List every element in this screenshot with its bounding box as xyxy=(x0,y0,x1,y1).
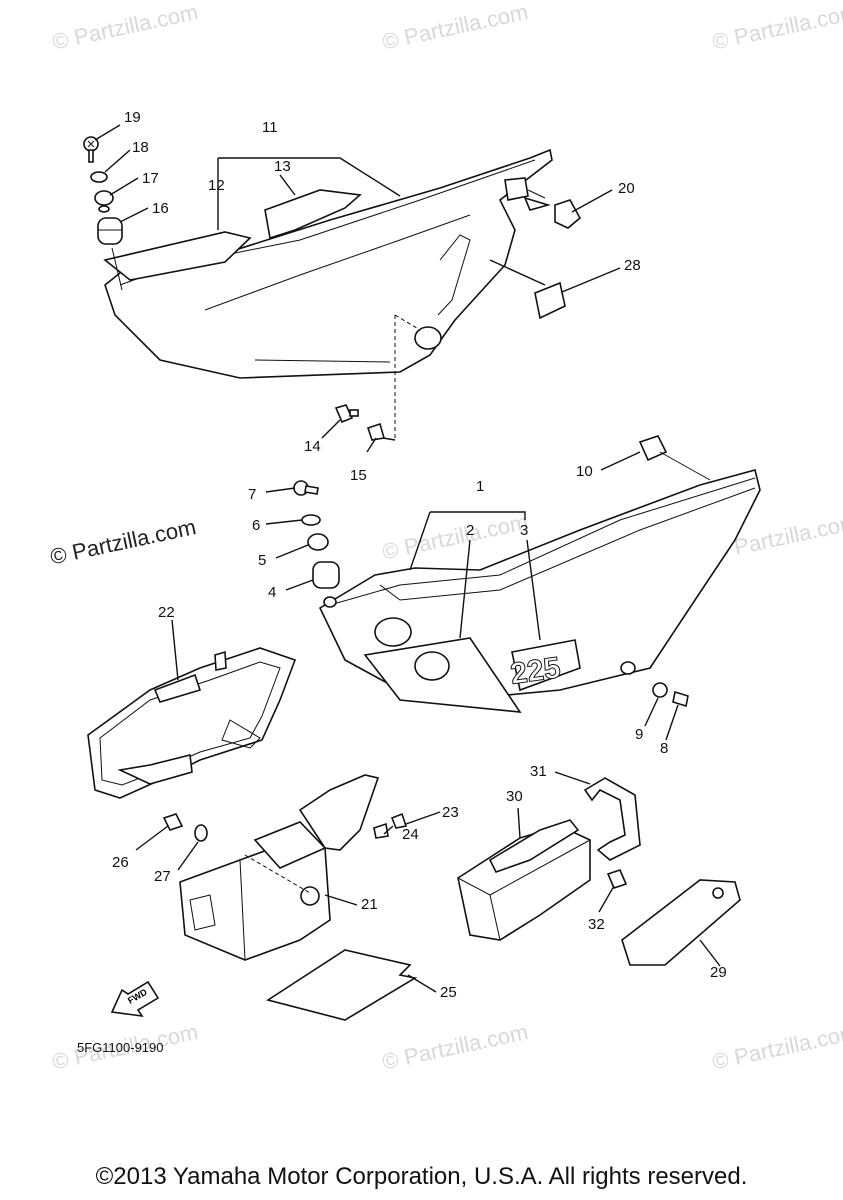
tool-case xyxy=(457,819,591,941)
fwd-arrow xyxy=(110,980,160,1018)
callout-32: 32 xyxy=(588,916,605,933)
callout-23: 23 xyxy=(442,804,459,821)
callout-15: 15 xyxy=(350,467,367,484)
copyright-notice: ©2013 Yamaha Motor Corporation, U.S.A. A… xyxy=(95,1163,748,1190)
callout-12: 12 xyxy=(208,177,225,194)
callout-26: 26 xyxy=(112,854,129,871)
callout-9: 9 xyxy=(635,726,644,743)
callout-3: 3 xyxy=(520,522,529,539)
callout-30: 30 xyxy=(506,788,523,805)
callout-5: 5 xyxy=(258,552,267,569)
callout-13: 13 xyxy=(274,158,291,175)
callout-21: 21 xyxy=(361,896,378,913)
callout-24: 24 xyxy=(402,826,419,843)
callout-10: 10 xyxy=(576,463,593,480)
callout-17: 17 xyxy=(142,170,159,187)
tool-band xyxy=(583,777,641,861)
callout-11: 11 xyxy=(262,119,278,136)
callout-18: 18 xyxy=(132,139,149,156)
decal-number: 225 xyxy=(508,651,562,691)
callout-6: 6 xyxy=(252,517,261,534)
callout-29: 29 xyxy=(710,964,727,981)
callout-22: 22 xyxy=(158,604,175,621)
callout-8: 8 xyxy=(660,740,669,757)
callout-25: 25 xyxy=(440,984,457,1001)
callout-28: 28 xyxy=(624,257,641,274)
callout-31: 31 xyxy=(530,763,547,780)
callout-19: 19 xyxy=(124,109,141,126)
callout-4: 4 xyxy=(268,584,277,601)
tool-bag xyxy=(621,879,741,966)
callout-2: 2 xyxy=(466,522,475,539)
callout-7: 7 xyxy=(248,486,257,503)
callout-16: 16 xyxy=(152,200,169,217)
rubber-sheet xyxy=(266,949,418,1021)
battery-band xyxy=(87,647,297,799)
lower-side-cover xyxy=(318,469,761,713)
callout-27: 27 xyxy=(154,868,171,885)
callout-20: 20 xyxy=(618,180,635,197)
diagram-code: 5FG1100-9190 xyxy=(77,1040,164,1055)
battery-box xyxy=(179,774,380,961)
callout-1: 1 xyxy=(476,478,485,495)
callout-14: 14 xyxy=(304,438,321,455)
leader-lines xyxy=(94,124,721,993)
upper-side-cover xyxy=(103,148,553,440)
